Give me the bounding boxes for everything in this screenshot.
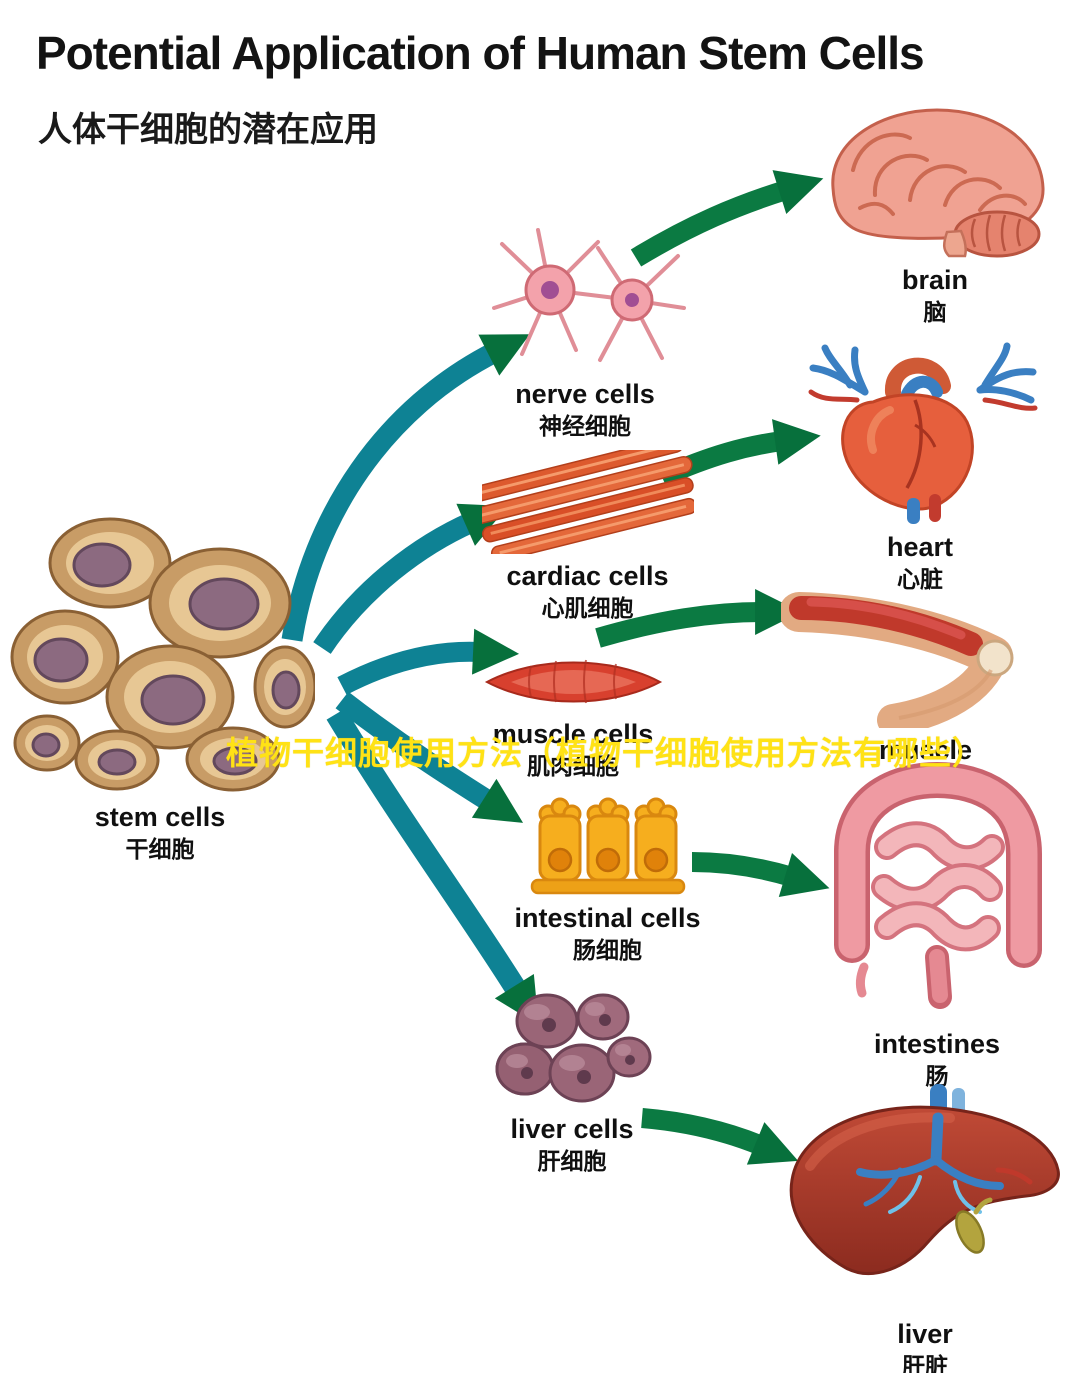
liver-label-en: liver [897,1319,953,1349]
node-liver: liver 肝脏 [775,1082,1075,1373]
liver-cells-illustration [495,993,652,1103]
arrow-intestinal-to-intestines [691,852,830,898]
node-muscle-cells: muscle cells 肌肉细胞 [478,650,668,779]
organ-arrows [595,170,830,1165]
watermark-text: 植物干细胞使用方法（植物干细胞使用方法有哪些） [226,735,986,771]
arrow-liver-to-liver [641,1108,799,1165]
arrow-stem-to-muscle [337,628,520,695]
nerve-cells-label-zh: 神经细胞 [538,412,631,439]
cardiac-cells-illustration [481,450,694,554]
cardiac-cells-label-zh: 心肌细胞 [541,594,634,621]
node-intestinal-cells: intestinal cells 肠细胞 [500,788,715,963]
liver-cells-label-zh: 肝细胞 [537,1147,607,1174]
page-title: Potential Application of Human Stem Cell… [36,27,925,79]
node-stem-cells: stem cells 干细胞 [5,505,315,862]
intestinal-cells-label-zh: 肠细胞 [572,936,642,963]
arrow-stem-to-nerve [281,334,530,642]
brain-label-en: brain [901,265,968,295]
intestines-label-zh: 肠 [925,1062,949,1089]
stem-cells-label-zh: 干细胞 [125,835,195,862]
intestines-illustration [834,761,1042,1009]
heart-label-zh: 心脏 [897,565,943,592]
arrow-stem-to-cardiac [313,503,508,654]
nerve-cells-label-en: nerve cells [515,379,655,409]
liver-cells-label-en: liver cells [510,1114,634,1144]
intestines-label-en: intestines [873,1029,1001,1059]
arrow-stem-to-intestinal [335,691,524,823]
liver-label-zh: 肝脏 [901,1352,948,1373]
heart-illustration [808,342,1038,524]
arrow-muscle-to-muscle [595,589,802,648]
muscle-label-en: muscle [878,735,973,765]
node-nerve-cells: nerve cells 神经细胞 [465,222,705,439]
intestinal-cells-label-en: intestinal cells [514,903,701,933]
muscle-cells-label-en: muscle cells [492,719,654,749]
node-cardiac-cells: cardiac cells 心肌细胞 [475,450,700,621]
arrow-nerve-to-brain [630,170,824,267]
muscle-arm-illustration [780,592,1013,728]
arrow-stem-to-liver [326,708,539,1026]
node-liver-cells: liver cells 肝细胞 [482,985,662,1174]
page-subtitle: 人体干细胞的潜在应用 [38,111,378,149]
brain-label-zh: 脑 [923,298,947,325]
intestinal-cells-illustration [530,797,685,895]
muscle-cells-label-zh: 肌肉细胞 [526,752,619,779]
muscle-cells-illustration [484,659,662,704]
stem-arrows [281,334,539,1026]
heart-label-en: heart [886,532,954,562]
node-intestines: intestines 肠 [812,752,1062,1089]
stem-cells-label-en: stem cells [94,802,226,832]
node-brain: brain 脑 [810,100,1060,325]
brain-illustration [831,108,1045,258]
cardiac-cells-label-en: cardiac cells [506,561,669,591]
nerve-cells-illustration [492,228,686,362]
stem-cells-illustration [10,517,315,792]
liver-illustration [789,1084,1060,1276]
node-heart: heart 心脏 [790,330,1050,592]
